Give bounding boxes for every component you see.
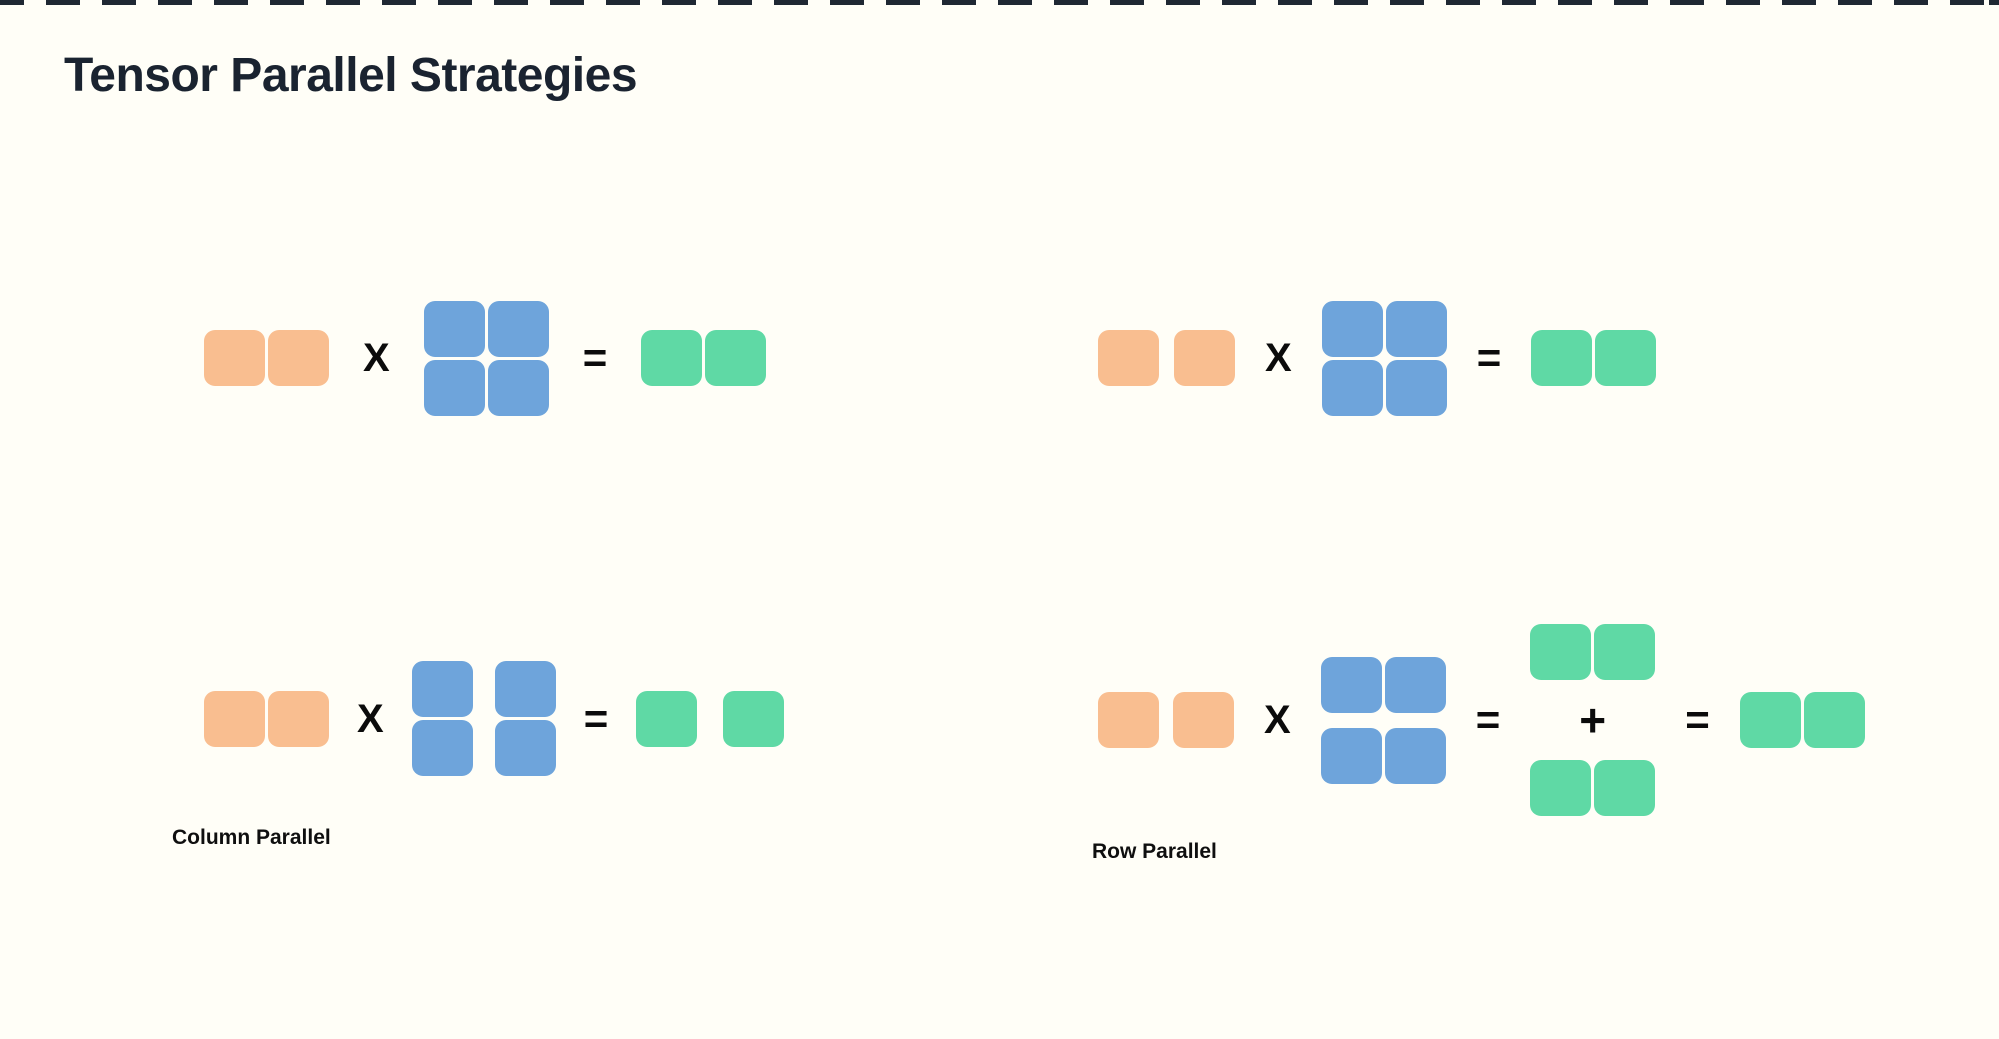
equals-operator: = [1685,696,1710,744]
weight-cell [494,720,556,776]
weight-matrix [411,661,556,776]
weight-cell [411,661,473,717]
column-parallel-label: Column Parallel [172,826,331,849]
input-cell [1174,330,1235,386]
output-cell [641,330,703,386]
output-matrix [641,330,767,386]
output-matrix [1530,623,1656,680]
equals-operator: = [1475,696,1501,744]
weight-cell [1385,359,1447,416]
input-cell [1173,692,1234,748]
output-matrix [1530,760,1656,817]
page-title: Tensor Parallel Strategies [64,49,638,102]
output-cell [1739,692,1801,748]
weight-cell [423,300,485,357]
multiply-operator: X [357,696,384,741]
weight-matrix [423,300,549,416]
equals-operator: = [583,694,609,742]
weight-cell [411,720,473,776]
output-cell [1531,330,1593,386]
output-cell [1803,692,1865,748]
partial-sum-stack: + [1530,623,1656,817]
output-matrix [1531,330,1657,386]
output-cell [1530,760,1592,817]
input-matrix [1098,330,1235,386]
weight-cell [1321,300,1383,357]
plus-operator: + [1579,693,1607,746]
weight-cell [423,359,485,416]
output-cell [1595,330,1657,386]
output-matrix [636,690,785,747]
input-cell [1098,330,1159,386]
equals-operator: = [582,334,608,382]
input-cell [204,330,265,386]
weight-cell [487,359,549,416]
multiply-operator: X [363,336,390,380]
output-cell [1594,760,1656,817]
diagram-row-parallel: X = + = [1098,622,1865,818]
input-cell [268,330,329,386]
weight-cell [494,661,556,717]
equals-operator: = [1476,334,1502,382]
multiply-operator: X [1265,336,1292,380]
output-cell [1594,623,1656,680]
diagram-full-matmul-right: X= [1098,300,1657,416]
diagram-column-parallel: X= [204,660,785,777]
input-cell [204,690,265,747]
weight-cell [1384,656,1446,713]
output-cell [1530,623,1592,680]
input-cell [268,690,329,747]
weight-cell [1320,656,1382,713]
multiply-operator: X [1264,698,1291,742]
input-cell [1098,692,1159,748]
weight-cell [487,300,549,357]
output-matrix [1739,692,1865,748]
weight-matrix [1321,300,1447,416]
slide-thumbnails-strip [0,0,1999,5]
input-matrix [204,330,329,386]
input-matrix [1098,692,1234,748]
weight-cell [1384,727,1446,784]
row-parallel-label: Row Parallel [1092,840,1217,863]
output-cell [723,690,785,747]
output-cell [705,330,767,386]
output-cell [636,690,698,747]
diagram-full-matmul-left: X= [204,300,767,416]
weight-cell [1320,727,1382,784]
input-matrix [204,690,329,747]
weight-cell [1385,300,1447,357]
weight-cell [1321,359,1383,416]
weight-matrix [1320,656,1446,784]
